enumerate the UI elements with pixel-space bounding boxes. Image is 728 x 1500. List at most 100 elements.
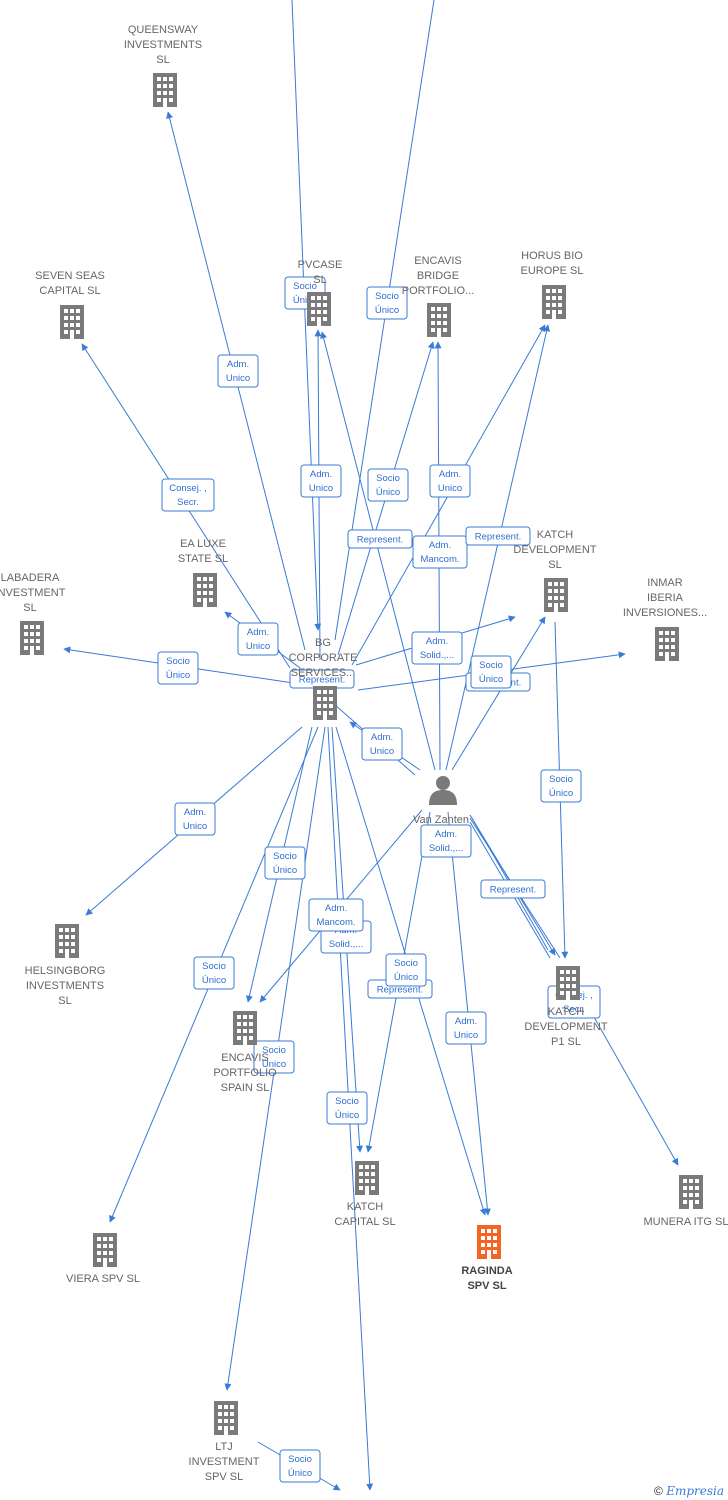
node-van-zanten[interactable]: Van Zanten — [413, 776, 469, 826]
node-encavis-bridge[interactable]: ENCAVISBRIDGEPORTFOLIO... — [402, 255, 475, 337]
badge-label: Unico — [454, 1030, 478, 1041]
node-label-line: PORTFOLIO... — [402, 285, 475, 297]
relation-badge[interactable]: Represent. — [347, 529, 413, 549]
relation-badge[interactable]: Adm.Unico — [174, 802, 216, 836]
building-icon — [427, 303, 451, 337]
badge-label: Socio — [375, 291, 399, 302]
node-label-line: INVESTMENT — [0, 587, 66, 599]
badge-label: Solid.,... — [329, 939, 363, 950]
relation-badge[interactable]: Adm.Unico — [300, 464, 342, 498]
badge-box — [326, 1091, 368, 1125]
relation-badge[interactable]: Adm. Unico — [445, 1011, 487, 1045]
edge — [589, 1009, 679, 1166]
node-label-line: SPV SL — [205, 1471, 244, 1483]
node-label-line: DEVELOPMENT — [513, 544, 596, 556]
badge-box — [412, 535, 468, 569]
node-label-line: SL — [548, 559, 561, 571]
badge-box — [361, 727, 403, 761]
relation-badge[interactable]: Adm.Mancom. — [412, 535, 468, 569]
node-label-line: INVERSIONES... — [623, 607, 707, 619]
badge-label: Adm. — [371, 732, 393, 743]
relation-badge[interactable]: Consej. ,Secr. — [161, 478, 215, 512]
badge-box — [264, 846, 306, 880]
relation-badge[interactable]: Adm.Mancom. — [308, 898, 364, 932]
badge-label: Represent. — [299, 675, 345, 686]
badge-label: Socio — [262, 1045, 286, 1056]
relation-badge[interactable]: Adm.Unico — [237, 622, 279, 656]
node-label-line: PVCASE — [298, 259, 343, 271]
node-katch-dev[interactable]: KATCH DEVELOPMENT SL — [513, 529, 597, 612]
relation-badge[interactable]: Adm.Solid.,... — [411, 631, 463, 665]
node-label-line: IBERIA — [647, 592, 684, 604]
relation-badge[interactable]: Adm.Unico — [361, 727, 403, 761]
badge-box — [347, 529, 413, 549]
badge-label: Adm. — [439, 469, 461, 480]
badge-box — [385, 953, 427, 987]
badge-label: Solid.,... — [429, 843, 463, 854]
edge — [291, 0, 322, 631]
node-munera[interactable]: MUNERA ITG SL — [644, 1175, 728, 1228]
badge-label: Represent. — [490, 885, 536, 896]
node-label-line: INMAR — [647, 577, 683, 589]
node-label-line: CAPITAL SL — [334, 1216, 395, 1228]
relation-badge[interactable]: Represent. — [480, 879, 546, 899]
building-icon — [313, 686, 337, 720]
badge-label: Unico — [309, 483, 333, 494]
relation-badge[interactable]: Adm. Solid.,... — [420, 824, 472, 858]
badge-label: Adm. — [435, 829, 457, 840]
node-label-line: BG — [315, 637, 331, 649]
badge-label: Único — [166, 670, 190, 681]
node-label-line: CORPORATE — [289, 652, 358, 664]
node-label-line: VIERA SPV SL — [66, 1273, 140, 1285]
building-icon — [93, 1233, 117, 1267]
node-label-line: MUNERA ITG SL — [644, 1216, 728, 1228]
node-label-line: KATCH — [537, 529, 574, 541]
node-label-line: EA LUXE — [180, 538, 226, 550]
badge-label: Único — [376, 487, 400, 498]
badge-label: Único — [335, 1110, 359, 1121]
badge-box — [308, 898, 364, 932]
badge-label: Único — [375, 305, 399, 316]
badge-box — [366, 286, 408, 320]
badge-label: Único — [202, 975, 226, 986]
relation-badge[interactable]: Adm.Unico — [217, 354, 259, 388]
badge-label: Adm. — [455, 1016, 477, 1027]
node-bg-corporate[interactable]: BG CORPORATE SERVICES... — [289, 637, 358, 720]
building-icon — [679, 1175, 703, 1209]
relation-badge[interactable]: Adm.Unico — [429, 464, 471, 498]
badge-label: Unico — [246, 641, 270, 652]
node-viera[interactable]: VIERA SPV SL — [66, 1233, 140, 1285]
node-label-line: SERVICES... — [291, 667, 356, 679]
relation-badge[interactable]: Represent. — [465, 526, 531, 546]
badge-label: Adm. — [325, 903, 347, 914]
badge-label: Socio — [549, 774, 573, 785]
node-label-line: HELSINGBORG — [25, 965, 106, 977]
badge-label: Socio — [394, 958, 418, 969]
node-label-line: PORTFOLIO — [213, 1067, 277, 1079]
node-inmar[interactable]: INMAR IBERIA INVERSIONES... — [623, 577, 707, 661]
